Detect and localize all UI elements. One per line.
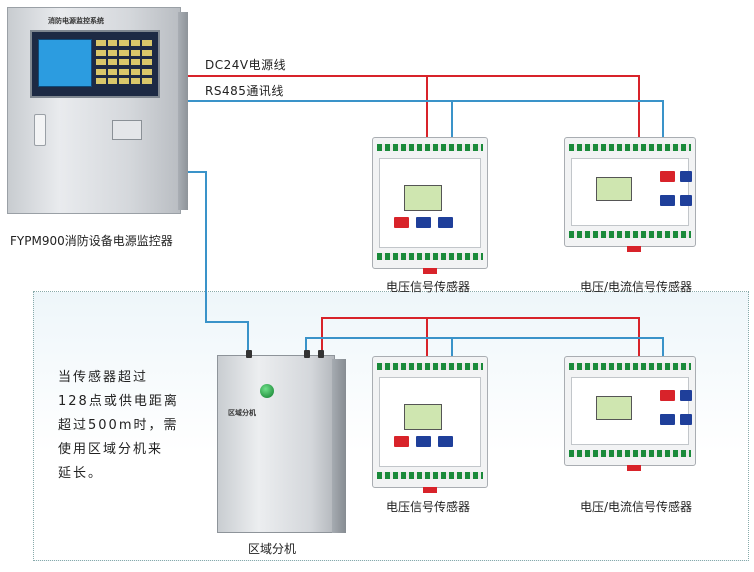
- power-lamp-icon: [260, 384, 274, 398]
- extension-note: 当传感器超过 128点或供电距离 超过500m时，需 使用区域分机来 延长。: [58, 366, 188, 486]
- sensor-button-red: [660, 390, 675, 401]
- controller-keypad: [96, 40, 152, 86]
- sensor-lcd: [404, 404, 442, 430]
- controller-screen: [38, 39, 92, 87]
- note-line: 128点或供电距离: [58, 394, 179, 409]
- sensor-button-blue: [438, 217, 453, 228]
- controller-front-panel: [30, 30, 160, 98]
- dc24v-label: DC24V电源线: [205, 58, 287, 72]
- sensor-button-red: [394, 217, 409, 228]
- din-clip: [423, 268, 437, 274]
- voltage-sensor-top-label: 电压信号传感器: [386, 280, 471, 294]
- sensor-lcd: [596, 396, 632, 420]
- zone-extender-cabinet: 区域分机: [217, 350, 335, 533]
- dc24v-wire-main: [186, 75, 640, 148]
- sensor-face: [379, 158, 481, 248]
- sensor-face: [379, 377, 481, 467]
- main-controller-label: FYPM900消防设备电源监控器: [10, 234, 173, 248]
- din-clip: [627, 465, 641, 471]
- sensor-button-blue: [416, 217, 431, 228]
- terminal-row-top: [569, 363, 691, 370]
- rs485-wire-zone: [305, 337, 664, 365]
- terminal-row-bottom: [377, 253, 483, 260]
- voltage-current-sensor-top: [564, 137, 696, 252]
- sensor-lcd: [404, 185, 442, 211]
- sensor-button-blue: [680, 390, 692, 401]
- voltage-sensor-top: [372, 137, 488, 274]
- rs485-wire-to-zone: [186, 171, 249, 353]
- sensor-button-blue: [438, 436, 453, 447]
- sensor-button-blue: [680, 195, 692, 206]
- din-clip: [627, 246, 641, 252]
- controller-header: 消防电源监控系统: [48, 17, 104, 25]
- note-line: 使用区域分机来: [58, 442, 164, 457]
- cable-gland-icon: [246, 350, 252, 358]
- zone-extender-side: [332, 359, 346, 533]
- main-controller-cabinet: 消防电源监控系统: [7, 7, 181, 214]
- dc24v-wire-zone: [321, 317, 640, 365]
- sensor-button-blue: [660, 414, 675, 425]
- voltage-sensor-bottom-label: 电压信号传感器: [386, 500, 471, 514]
- cable-gland-icon: [304, 350, 310, 358]
- voltage-current-sensor-bottom-label: 电压/电流信号传感器: [580, 500, 693, 514]
- rs485-label: RS485通讯线: [205, 84, 284, 98]
- zone-extender-label: 区域分机: [248, 542, 297, 556]
- sensor-button-blue: [660, 195, 675, 206]
- note-line: 超过500m时，需: [58, 418, 179, 433]
- terminal-row-bottom: [569, 450, 691, 457]
- din-clip: [423, 487, 437, 493]
- voltage-current-sensor-top-label: 电压/电流信号传感器: [580, 280, 693, 294]
- terminal-row-top: [377, 144, 483, 151]
- terminal-row-top: [569, 144, 691, 151]
- cabinet-side: [178, 12, 188, 210]
- zone-extender-tag: 区域分机: [228, 409, 256, 417]
- rs485-wire-main: [186, 100, 664, 148]
- sensor-face: [571, 377, 692, 445]
- sensor-button-red: [660, 171, 675, 182]
- note-line: 当传感器超过: [58, 370, 149, 385]
- sensor-button-blue: [680, 414, 692, 425]
- sensor-button-blue: [680, 171, 692, 182]
- terminal-row-bottom: [377, 472, 483, 479]
- sensor-button-blue: [416, 436, 431, 447]
- voltage-sensor-bottom: [372, 356, 488, 493]
- sensor-button-red: [394, 436, 409, 447]
- note-line: 延长。: [58, 466, 104, 481]
- printer-icon: [112, 120, 142, 140]
- cable-gland-icon: [318, 350, 324, 358]
- door-handle-icon: [34, 114, 46, 146]
- sensor-lcd: [596, 177, 632, 201]
- sensor-face: [571, 158, 692, 226]
- terminal-row-top: [377, 363, 483, 370]
- voltage-current-sensor-bottom: [564, 356, 696, 471]
- terminal-row-bottom: [569, 231, 691, 238]
